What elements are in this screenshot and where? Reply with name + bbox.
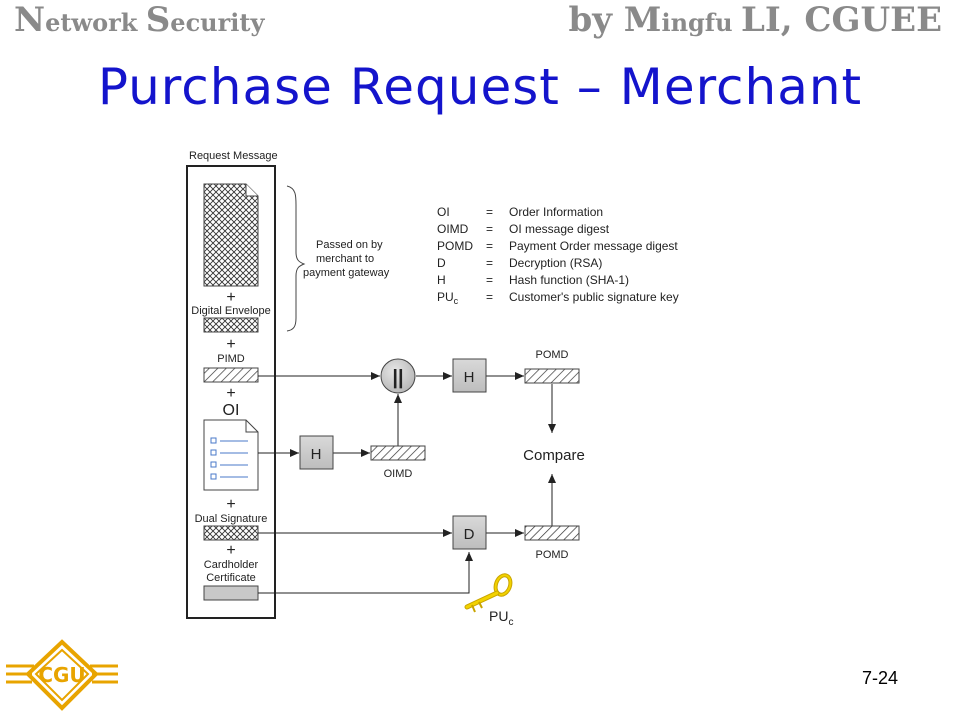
hash-box-concat [452, 358, 487, 393]
hash-box-oi [299, 435, 334, 470]
brace [286, 185, 306, 332]
logo-text: CGU [38, 663, 85, 687]
oimd-block [370, 445, 426, 461]
oimd-label: OIMD [384, 468, 413, 480]
legend-desc-4: Hash function (SHA-1) [509, 273, 629, 287]
hash-box-concat-label: H [464, 369, 475, 386]
legend-eq-3: = [486, 256, 493, 270]
concatenation-symbol: || [392, 367, 403, 389]
dual-signature-label: Dual Signature [195, 513, 268, 525]
brace-text-line-3: payment gateway [303, 267, 390, 279]
pomd-top-block [524, 368, 580, 384]
pimd-label: PIMD [217, 353, 245, 365]
cardholder-label-line-1: Cardholder [204, 559, 259, 571]
cardholder-label-line-2: Certificate [206, 572, 256, 584]
legend-eq-5: = [486, 290, 493, 304]
payment-info-document [203, 183, 259, 287]
plus-sign-4: + [226, 496, 235, 513]
compare-label: Compare [523, 447, 585, 464]
legend-desc-5: Customer's public signature key [509, 290, 679, 304]
decrypt-box-label: D [464, 526, 475, 543]
plus-sign-2: + [226, 336, 235, 353]
order-information-document [203, 419, 259, 491]
arrow-cert-to-decrypt [258, 552, 473, 594]
legend-desc-2: Payment Order message digest [509, 239, 678, 253]
request-message-label: Request Message [189, 150, 278, 162]
legend-desc-1: OI message digest [509, 222, 610, 236]
legend-desc-0: Order Information [509, 205, 603, 219]
legend: OI = Order Information OIMD = OI message… [437, 205, 679, 306]
slide-title: Purchase Request – Merchant [97, 58, 863, 116]
pomd-top-label: POMD [536, 349, 569, 361]
legend-eq-1: = [486, 222, 493, 236]
header-course-name: Network Security [14, 0, 265, 40]
legend-abbr-3: D [437, 256, 446, 270]
legend-abbr-4: H [437, 273, 446, 287]
legend-eq-0: = [486, 205, 493, 219]
digital-envelope-label: Digital Envelope [191, 305, 271, 317]
key-icon [464, 573, 513, 613]
plus-sign-1: + [226, 289, 235, 306]
legend-abbr-1: OIMD [437, 222, 469, 236]
cardholder-certificate-block [203, 585, 259, 601]
pomd-bottom-block [524, 525, 580, 541]
decrypt-box [452, 515, 487, 550]
puc-label: PUc [489, 608, 513, 628]
legend-eq-4: = [486, 273, 493, 287]
legend-desc-3: Decryption (RSA) [509, 256, 602, 270]
brace-text-line-1: Passed on by [316, 239, 383, 251]
legend-abbr-2: POMD [437, 239, 473, 253]
hash-box-oi-label: H [311, 446, 322, 463]
digital-envelope-block [203, 317, 259, 333]
university-logo: CGU [6, 639, 118, 711]
plus-sign-3: + [226, 385, 235, 402]
dual-signature-block [203, 525, 259, 541]
concatenation-node [380, 358, 416, 394]
header-author: by Mingfu LI, CGUEE [568, 0, 942, 40]
request-message-frame [186, 165, 276, 619]
legend-abbr-0: OI [437, 205, 450, 219]
pomd-bottom-label: POMD [536, 549, 569, 561]
legend-abbr-5: PUc [437, 290, 459, 306]
brace-text-line-2: merchant to [316, 253, 374, 265]
oi-label: OI [223, 402, 240, 419]
pimd-block [203, 367, 259, 383]
page-number: 7-24 [862, 668, 899, 688]
plus-sign-5: + [226, 542, 235, 559]
legend-eq-2: = [486, 239, 493, 253]
